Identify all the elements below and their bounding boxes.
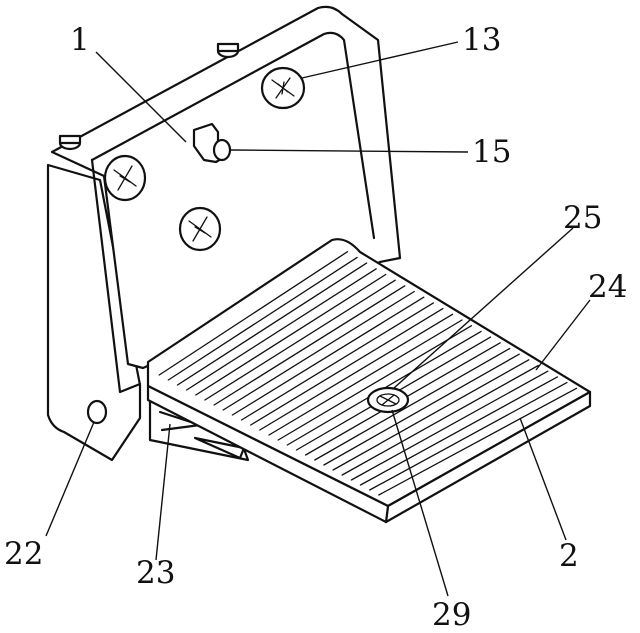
label-23: 23 [136, 555, 175, 591]
tread-rib [369, 381, 568, 491]
top-screw-left [58, 134, 82, 151]
tread-rib [277, 325, 473, 441]
reference-labels: 1 13 15 25 24 22 23 2 29 [4, 22, 627, 633]
tread-rib [350, 370, 549, 481]
top-screw-right [216, 42, 240, 59]
screw-left [103, 154, 147, 202]
screw-lower [178, 206, 222, 252]
tread-rib [314, 347, 511, 461]
tread-rib [213, 285, 406, 406]
tread-rib [204, 279, 396, 401]
pivot-hole [86, 399, 108, 425]
tread-rib [332, 359, 530, 471]
label-1: 1 [70, 22, 90, 58]
label-13: 13 [462, 22, 501, 58]
tread-rib [222, 290, 415, 411]
tread-rib [195, 273, 387, 396]
tread-rib [268, 319, 463, 436]
tread-rib [231, 296, 425, 416]
tread-rib [167, 256, 358, 381]
tread-rib [359, 376, 559, 486]
tread-rib [250, 307, 444, 426]
screw-upper [260, 66, 306, 110]
tread-rib [185, 268, 377, 391]
tread-rib [240, 302, 435, 421]
tread-rib [341, 364, 539, 476]
label-29: 29 [432, 597, 471, 633]
tread-rib [158, 251, 349, 376]
tread-plate [146, 238, 592, 524]
stud-15 [192, 122, 232, 164]
tread-rib [259, 313, 454, 431]
leader-lines [45, 41, 591, 597]
tread-rib [176, 262, 368, 386]
tread-rib [323, 353, 520, 466]
label-2: 2 [559, 538, 579, 574]
label-25: 25 [563, 200, 602, 236]
label-22: 22 [4, 536, 43, 572]
label-15: 15 [472, 134, 511, 170]
screw-29 [366, 386, 410, 414]
label-24: 24 [588, 269, 627, 305]
